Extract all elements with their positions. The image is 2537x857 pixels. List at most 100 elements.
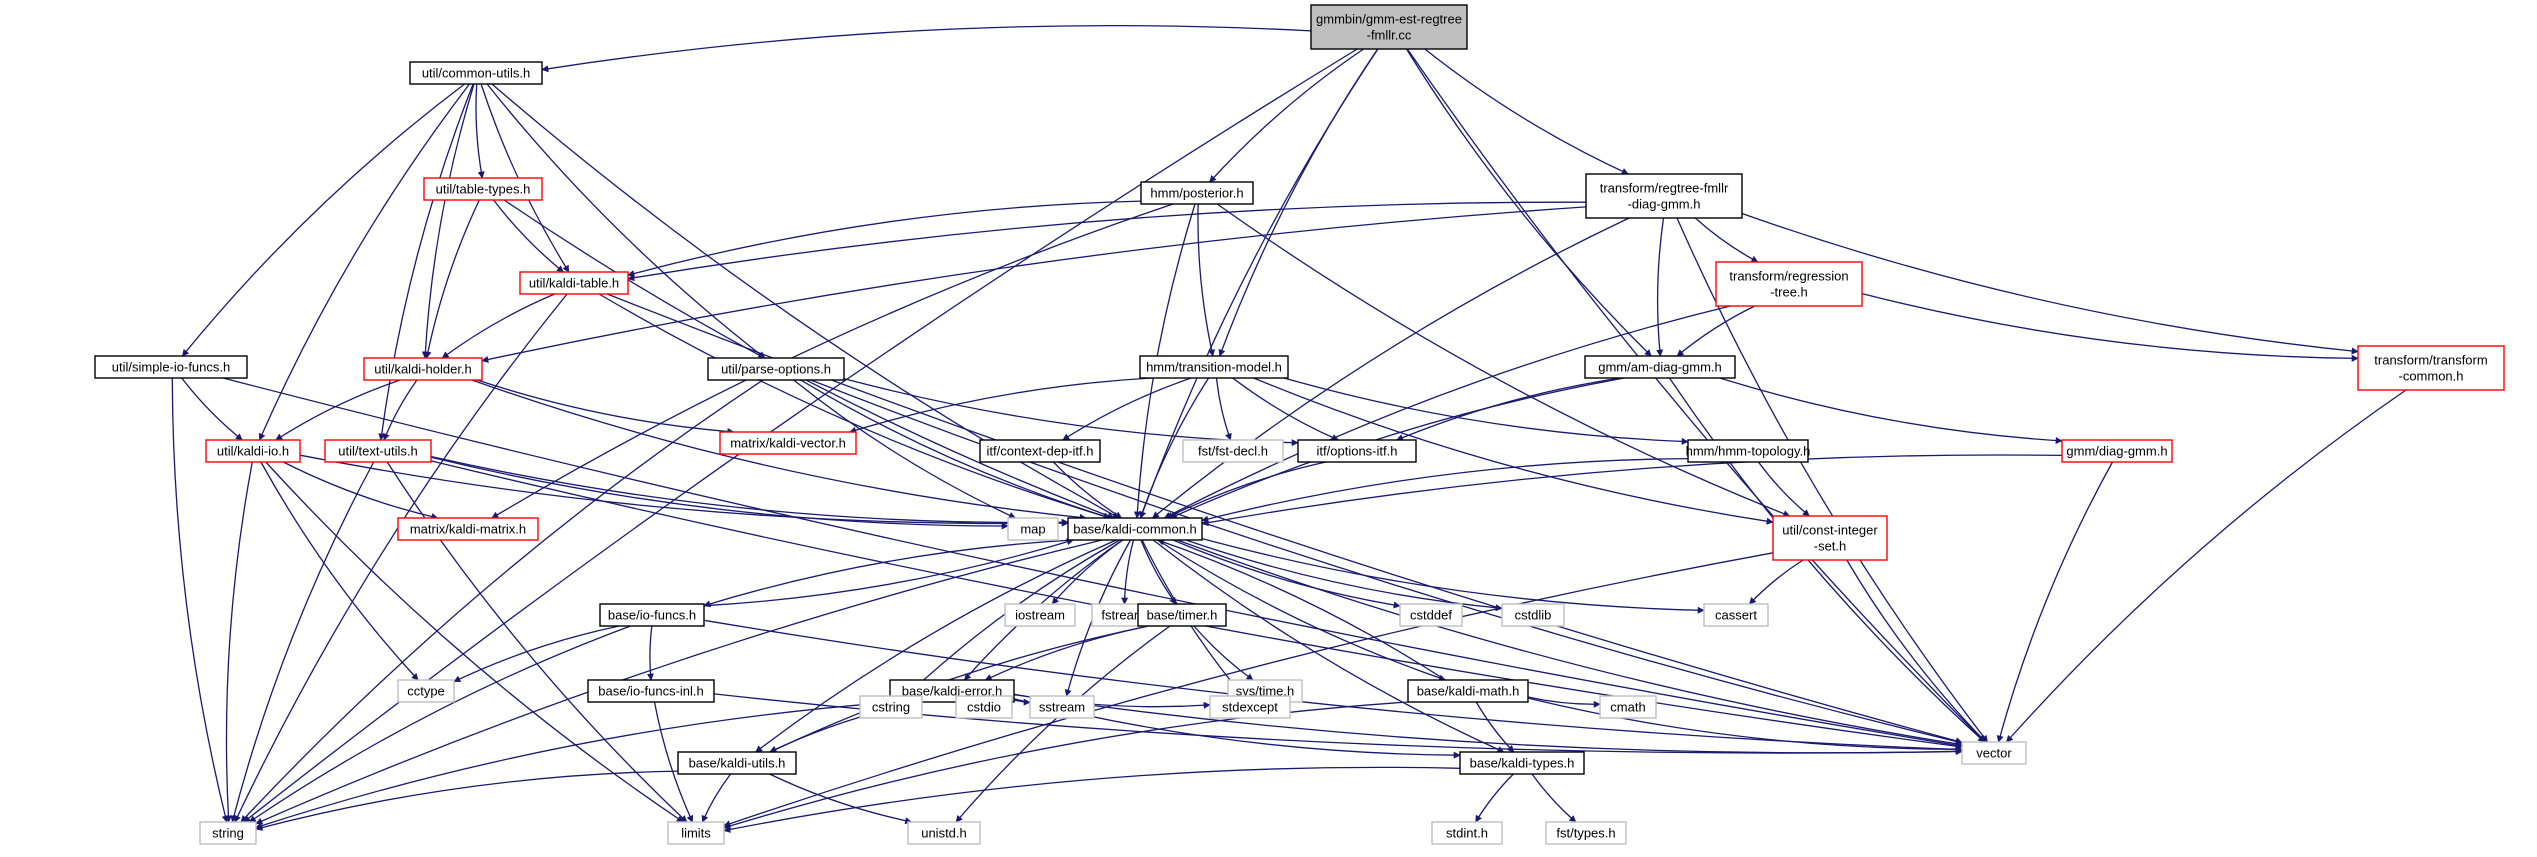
node-box — [1140, 181, 1254, 205]
node-context-dep-itf[interactable]: itf/context-dep-itf.h — [979, 439, 1101, 463]
edge-regtree_fmllr-to-kaldi_table — [627, 201, 1587, 282]
node-label: fst/fst-decl.h — [1198, 444, 1268, 459]
edge-am_diag_gmm-to-options_itf — [1396, 377, 1621, 441]
edge-kaldi_error-to-string — [255, 701, 896, 829]
node-hmm-topology[interactable]: hmm/hmm-topology.h — [1686, 439, 1811, 463]
node-const-integer-set[interactable]: util/const-integer-set.h — [1772, 515, 1888, 561]
node-label: gmmbin/gmm-est-regtree — [1316, 12, 1462, 27]
node-table-types[interactable]: util/table-types.h — [423, 177, 543, 201]
edge-transform_common-to-vector — [2006, 389, 2407, 743]
node-diag-gmm[interactable]: gmm/diag-gmm.h — [2061, 439, 2173, 463]
node-kaldi-math[interactable]: base/kaldi-math.h — [1407, 679, 1529, 703]
edge-kaldi_error-to-sstream — [1013, 698, 1031, 706]
edge-kaldi_common-to-string — [255, 539, 1103, 825]
node-box — [1067, 517, 1203, 541]
node-label: cstdlib — [1515, 608, 1552, 623]
node-io-funcs-inl[interactable]: base/io-funcs-inl.h — [587, 679, 715, 703]
edge-simple_io-to-vector — [222, 377, 1963, 749]
node-box — [1004, 603, 1076, 627]
node-common-utils[interactable]: util/common-utils.h — [409, 61, 543, 85]
node-options-itf[interactable]: itf/options-itf.h — [1297, 439, 1417, 463]
node-sstream: sstream — [1029, 695, 1095, 719]
edge-am_diag_gmm-to-kaldi_common — [1169, 377, 1625, 519]
node-label: cstdio — [967, 700, 1001, 715]
node-kaldi-types[interactable]: base/kaldi-types.h — [1459, 751, 1585, 775]
edge-posterior-to-kaldi_table — [627, 200, 1142, 277]
edge-kaldi_common-to-cassert — [1201, 537, 1705, 614]
edge-root-to-kaldi_common — [1139, 48, 1379, 519]
edge-kaldi_io-to-string — [224, 461, 253, 823]
edge-timer-to-sys_time — [1193, 625, 1254, 681]
node-timer[interactable]: base/timer.h — [1137, 603, 1227, 627]
node-stdexcept: stdexcept — [1209, 695, 1291, 719]
node-kaldi-vector[interactable]: matrix/kaldi-vector.h — [719, 431, 857, 455]
node-regression-tree[interactable]: transform/regression-tree.h — [1715, 261, 1863, 307]
edge-am_diag_gmm-to-diag_gmm — [1719, 377, 2063, 445]
node-kaldi-common[interactable]: base/kaldi-common.h — [1067, 517, 1203, 541]
node-label: base/kaldi-utils.h — [689, 756, 786, 771]
node-label: fstream — [1101, 608, 1144, 623]
edge-common_utils-to-kaldi_io — [258, 83, 471, 441]
node-parse-options[interactable]: util/parse-options.h — [707, 357, 845, 381]
edge-kaldi_utils-to-unistd — [769, 773, 913, 825]
edge-regression_tree-to-am_diag_gmm — [1676, 305, 1756, 357]
node-map: map — [1007, 517, 1059, 541]
edge-table_types-to-kaldi_holder — [424, 199, 480, 359]
node-box — [1297, 439, 1417, 463]
edge-kaldi_math-to-kaldi_common — [1156, 538, 1446, 681]
node-box — [677, 751, 797, 775]
node-box — [397, 679, 455, 703]
edge-timer-to-kaldi_error — [984, 625, 1149, 681]
node-kaldi-utils[interactable]: base/kaldi-utils.h — [677, 751, 797, 775]
node-label: -fmllr.cc — [1367, 28, 1412, 43]
node-root[interactable]: gmmbin/gmm-est-regtree-fmllr.cc — [1310, 4, 1468, 50]
node-box — [1209, 695, 1291, 719]
edge-kaldi_common-to-vector — [1176, 539, 1963, 748]
node-label: base/io-funcs-inl.h — [598, 684, 704, 699]
node-label: util/kaldi-table.h — [529, 276, 619, 291]
node-label: util/parse-options.h — [721, 362, 831, 377]
edge-kaldi_common-to-kaldi_math — [1157, 539, 1447, 682]
node-box — [423, 177, 543, 201]
node-label: stdexcept — [1222, 700, 1278, 715]
node-io-funcs[interactable]: base/io-funcs.h — [599, 603, 705, 627]
node-label: itf/context-dep-itf.h — [987, 444, 1094, 459]
node-am-diag-gmm[interactable]: gmm/am-diag-gmm.h — [1584, 355, 1736, 379]
node-kaldi-holder[interactable]: util/kaldi-holder.h — [363, 357, 483, 381]
edge-parse_options-to-vector — [810, 379, 1963, 745]
edge-kaldi_utils-to-limits — [701, 773, 732, 823]
edge-io_funcs-to-cctype — [453, 625, 620, 683]
node-transition-model[interactable]: hmm/transition-model.h — [1139, 355, 1289, 379]
node-label: stdint.h — [1446, 826, 1488, 841]
node-label: cctype — [407, 684, 445, 699]
node-box — [955, 695, 1013, 719]
node-transform-common[interactable]: transform/transform-common.h — [2357, 345, 2505, 391]
edge-text_utils-to-kaldi_common — [430, 455, 1069, 526]
node-text-utils[interactable]: util/text-utils.h — [324, 439, 432, 463]
edge-kaldi_math-to-kaldi_types — [1475, 701, 1515, 753]
node-label: base/kaldi-math.h — [1417, 684, 1520, 699]
node-simple-io[interactable]: util/simple-io-funcs.h — [94, 355, 248, 379]
node-label: util/text-utils.h — [338, 444, 417, 459]
edge-const_integer_set-to-vector — [1846, 559, 1987, 743]
node-regtree-fmllr[interactable]: transform/regtree-fmllr-diag-gmm.h — [1585, 173, 1743, 219]
node-kaldi-matrix[interactable]: matrix/kaldi-matrix.h — [397, 517, 539, 541]
node-label: gmm/am-diag-gmm.h — [1598, 360, 1722, 375]
node-kaldi-table[interactable]: util/kaldi-table.h — [519, 271, 629, 295]
node-label: util/kaldi-holder.h — [374, 362, 472, 377]
edge-transition_model-to-kaldi_common — [1139, 377, 1210, 519]
node-label: cassert — [1715, 608, 1757, 623]
node-box — [859, 695, 923, 719]
node-label: base/io-funcs.h — [608, 608, 696, 623]
node-box — [397, 517, 539, 541]
edge-kaldi_io-to-kaldi_matrix — [283, 461, 439, 520]
edge-common_utils-to-simple_io — [181, 83, 465, 357]
edge-kaldi_io-to-limits — [265, 461, 684, 823]
node-box — [979, 439, 1101, 463]
node-cstddef: cstddef — [1399, 603, 1463, 627]
node-kaldi-io[interactable]: util/kaldi-io.h — [205, 439, 301, 463]
node-label: matrix/kaldi-matrix.h — [410, 522, 526, 537]
node-posterior[interactable]: hmm/posterior.h — [1140, 181, 1254, 205]
node-label: base/kaldi-types.h — [1470, 756, 1575, 771]
